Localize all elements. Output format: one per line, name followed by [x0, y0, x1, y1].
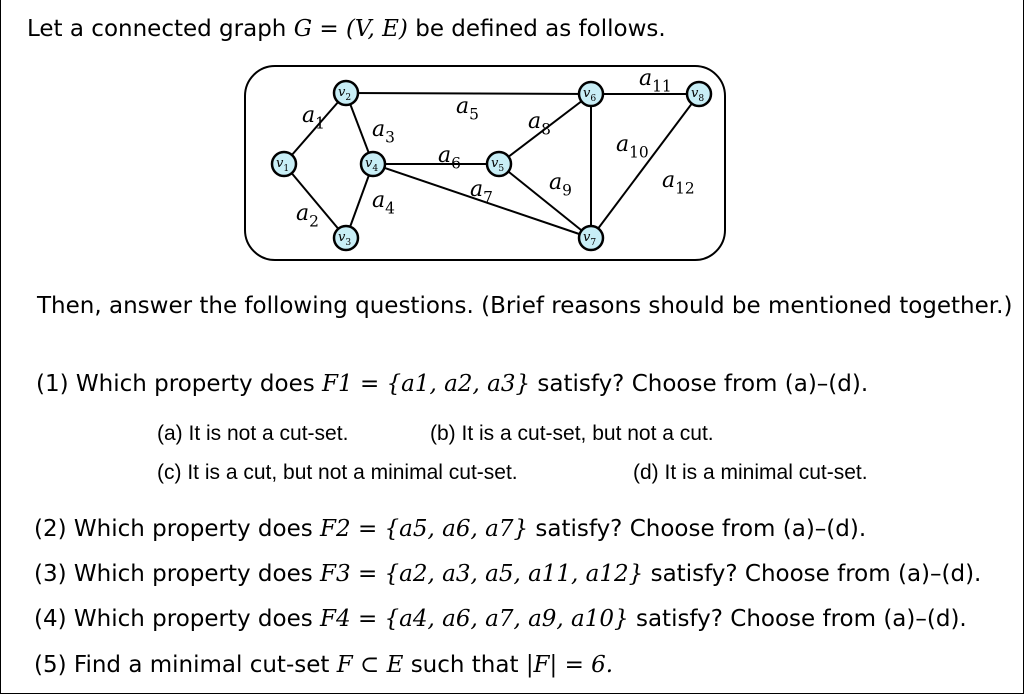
question-1-prefix: Which property does: [75, 371, 315, 397]
question-3-prefix: Which property does: [73, 561, 313, 587]
option-c: (c) It is a cut, but not a minimal cut-s…: [157, 461, 518, 484]
instruction-text: Then, answer the following questions. (B…: [37, 293, 1013, 319]
edge-a2: [283, 163, 347, 239]
edge-a1: [283, 92, 347, 165]
question-2-prefix: Which property does: [73, 516, 313, 542]
question-4-prefix: Which property does: [73, 606, 313, 632]
question-4: (4) Which property does F4 = {a4, a6, a7…: [34, 606, 967, 632]
question-3-suffix: satisfy?: [650, 561, 738, 587]
question-1: (1) Which property does F1 = {a1, a2, a3…: [36, 371, 868, 397]
option-b: (b) It is a cut-set, but not a cut.: [430, 422, 714, 445]
edge-a9: [498, 163, 592, 239]
question-5-formula2: |F| = 6.: [525, 652, 614, 678]
question-2-suffix: satisfy?: [535, 516, 623, 542]
question-5: (5) Find a minimal cut-set F ⊂ E such th…: [34, 652, 613, 678]
edge-label-a8: a8: [528, 109, 551, 139]
vertex-label-v3: v3: [338, 230, 351, 248]
question-5-formula: F ⊂ E: [336, 652, 404, 678]
question-1-formula: F1 = {a1, a2, a3}: [322, 371, 531, 397]
graph-edge-labels: a1 a2 a3 a4 a5 a6 a7 a8 a9 a10 a11 a12: [296, 66, 695, 231]
vertex-v2: [332, 79, 360, 107]
edge-label-a9: a9: [549, 170, 572, 200]
vertex-label-v8: v8: [691, 86, 704, 104]
question-2: (2) Which property does F2 = {a5, a6, a7…: [34, 516, 866, 542]
edge-label-a1: a1: [302, 103, 325, 133]
graph-nodes: v1 v2 v3 v4 v5 v6 v7 v8: [270, 79, 713, 252]
question-2-number: (2): [34, 516, 67, 542]
vertex-label-v2: v2: [338, 85, 351, 103]
question-4-formula: F4 = {a4, a6, a7, a9, a10}: [320, 606, 629, 632]
question-4-choose: Choose from (a)–(d).: [730, 606, 967, 632]
edge-label-a7: a7: [470, 177, 493, 207]
edge-a12: [590, 93, 700, 239]
edge-label-a3: a3: [372, 117, 395, 147]
question-4-suffix: satisfy?: [635, 606, 723, 632]
vertex-v5: [485, 150, 513, 178]
vertex-v1: [270, 150, 298, 178]
question-5-mid: such that: [410, 652, 519, 678]
option-a: (a) It is not a cut-set.: [157, 422, 349, 445]
edge-label-a4: a4: [372, 188, 395, 218]
question-3-number: (3): [34, 561, 67, 587]
question-5-number: (5): [34, 652, 67, 678]
vertex-v4: [359, 150, 387, 178]
edge-label-a2: a2: [296, 201, 319, 231]
intro-formula: G = (V, E): [293, 16, 408, 42]
question-4-number: (4): [34, 606, 67, 632]
edge-a5: [345, 92, 592, 95]
option-d: (d) It is a minimal cut-set.: [633, 461, 868, 484]
question-2-choose: Choose from (a)–(d).: [629, 516, 867, 542]
question-1-choose: Choose from (a)–(d).: [631, 371, 869, 397]
edge-label-a10: a10: [616, 132, 649, 162]
question-2-formula: F2 = {a5, a6, a7}: [320, 516, 529, 542]
edge-label-a6: a6: [438, 143, 461, 173]
graph-border: [244, 65, 726, 261]
vertex-label-v6: v6: [583, 86, 596, 104]
vertex-label-v1: v1: [276, 156, 289, 174]
question-1-number: (1): [36, 371, 69, 397]
vertex-label-v4: v4: [365, 156, 378, 174]
intro-line: Let a connected graph G = (V, E) be defi…: [27, 16, 666, 42]
intro-suffix: be defined as follows.: [415, 16, 666, 42]
edge-label-a5: a5: [456, 94, 479, 124]
question-3: (3) Which property does F3 = {a2, a3, a5…: [34, 561, 981, 587]
vertex-label-v7: v7: [583, 230, 596, 248]
intro-prefix: Let a connected graph: [27, 16, 287, 42]
question-3-formula: F3 = {a2, a3, a5, a11, a12}: [320, 561, 644, 587]
vertex-v6: [577, 80, 605, 108]
question-5-prefix: Find a minimal cut-set: [73, 652, 330, 678]
edge-a8: [498, 93, 592, 165]
vertex-v7: [577, 224, 605, 252]
question-1-suffix: satisfy?: [537, 371, 625, 397]
edge-a7: [372, 163, 592, 239]
graph-diagram: a1 a2 a3 a4 a5 a6 a7 a8 a9 a10 a11 a12 v1 v2 v3 v4 v5 v6…: [244, 65, 726, 261]
edge-label-a11: a11: [639, 66, 672, 96]
vertex-label-v5: v5: [491, 156, 504, 174]
edge-label-a12: a12: [662, 168, 695, 198]
vertex-v3: [332, 224, 360, 252]
vertex-v8: [685, 80, 713, 108]
question-3-choose: Choose from (a)–(d).: [744, 561, 982, 587]
